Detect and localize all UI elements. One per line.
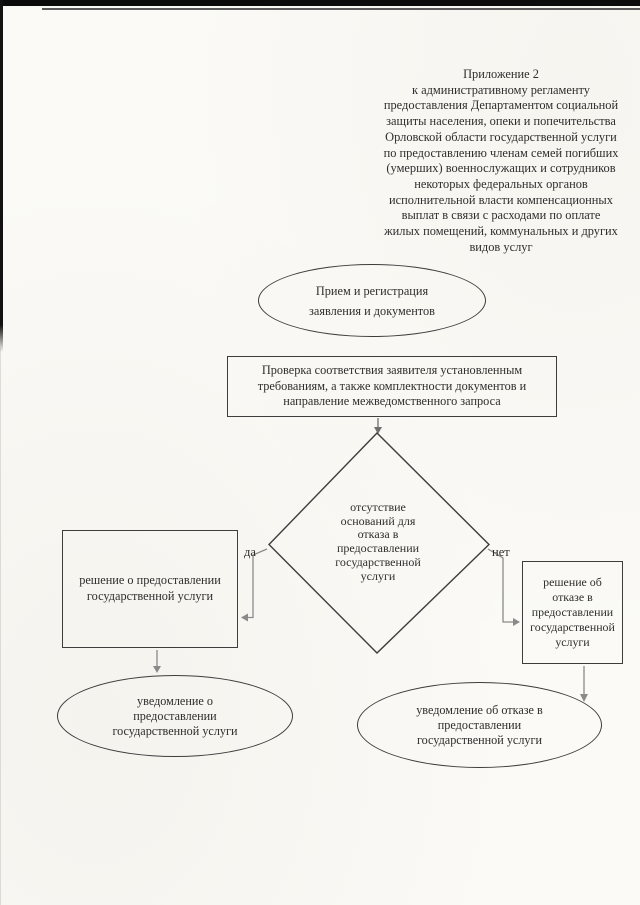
deny-rectangle-line: предоставлении (531, 605, 614, 619)
header-line: Приложение 2 (463, 67, 539, 81)
header-line: видов услуг (469, 239, 533, 254)
arrow-check-to-decision (374, 418, 382, 434)
scan-top-black-band (0, 0, 640, 6)
start-ellipse-line: Прием и регистрация (315, 283, 429, 298)
arrow-yes-branch (241, 548, 268, 622)
deny-rectangle-line: государственной (530, 620, 615, 634)
check-rectangle-line: направление межведомственного запроса (283, 394, 501, 409)
decision-diamond-outline (268, 432, 490, 654)
header-line: выплат в связи с расходами по оплате (401, 208, 601, 223)
approve-ellipse-line: уведомление о (137, 693, 213, 708)
header-line: Орловской области государственной услуги (385, 129, 617, 144)
arrow-approve-to-notice (153, 650, 161, 673)
header-line: исполнительной власти компенсационных (389, 192, 613, 207)
scan-top-thin-line (42, 8, 640, 10)
deny-decision-rectangle: решение об отказе в предоставлении госуд… (522, 561, 623, 664)
decision-line: отказа в (357, 527, 399, 542)
decision-line: отсутствие (350, 500, 406, 514)
deny-rectangle-line: решение об (543, 575, 602, 589)
check-rectangle: Проверка соответствия заявителя установл… (227, 356, 557, 417)
scan-left-edge-line (0, 0, 3, 352)
approve-ellipse-line: государственной услуги (112, 723, 238, 738)
deny-ellipse-line: уведомление об отказе в (416, 702, 543, 717)
deny-rectangle-line: отказе в (552, 590, 593, 604)
decision-line: предоставлении (336, 541, 420, 556)
approve-notification-ellipse: уведомление о предоставлении государстве… (57, 675, 293, 757)
header-line: к административному регламенту (412, 82, 590, 97)
deny-rectangle-line: услуги (555, 635, 590, 649)
deny-ellipse-line: государственной услуги (416, 732, 543, 747)
decision-line: оснований для (340, 513, 416, 528)
approve-rectangle-line: решение о предоставлении (79, 573, 221, 588)
approve-rectangle-line: государственной услуги (86, 589, 214, 603)
header-line: по предоставлению членам семей погибших (383, 145, 619, 160)
appendix-header: Приложение 2 к административному регламе… (369, 67, 633, 255)
check-rectangle-line: требованиям, а также комплектности докум… (257, 378, 527, 393)
approve-ellipse-line: предоставлении (133, 708, 217, 723)
check-rectangle-line: Проверка соответствия заявителя установл… (261, 363, 523, 378)
decision-line: государственной (335, 554, 421, 569)
approve-decision-rectangle: решение о предоставлении государственной… (62, 530, 238, 648)
decision-line: услуги (360, 568, 396, 583)
deny-ellipse-line: предоставлении (437, 717, 522, 732)
deny-notification-ellipse: уведомление об отказе в предоставлении г… (357, 682, 602, 768)
header-line: защиты населения, опеки и попечительства (386, 114, 616, 129)
start-ellipse-line: заявления и документов (309, 303, 435, 318)
header-line: жилых помещений, коммунальных и других (384, 224, 618, 239)
header-line: (умерших) военнослужащих и сотрудников (386, 161, 616, 176)
header-line: предоставления Департаментом социальной (383, 98, 619, 113)
arrow-deny-to-notice (580, 666, 588, 702)
scan-left-faint-line (0, 348, 1, 905)
decision-diamond-text: отсутствие оснований для отказа в предос… (311, 500, 445, 583)
start-ellipse: Прием и регистрация заявления и документ… (258, 264, 486, 337)
arrow-no-branch (487, 548, 520, 626)
branch-label-yes: да (244, 545, 256, 559)
branch-label-no: нет (492, 545, 510, 559)
header-line: некоторых федеральных органов (414, 176, 588, 191)
